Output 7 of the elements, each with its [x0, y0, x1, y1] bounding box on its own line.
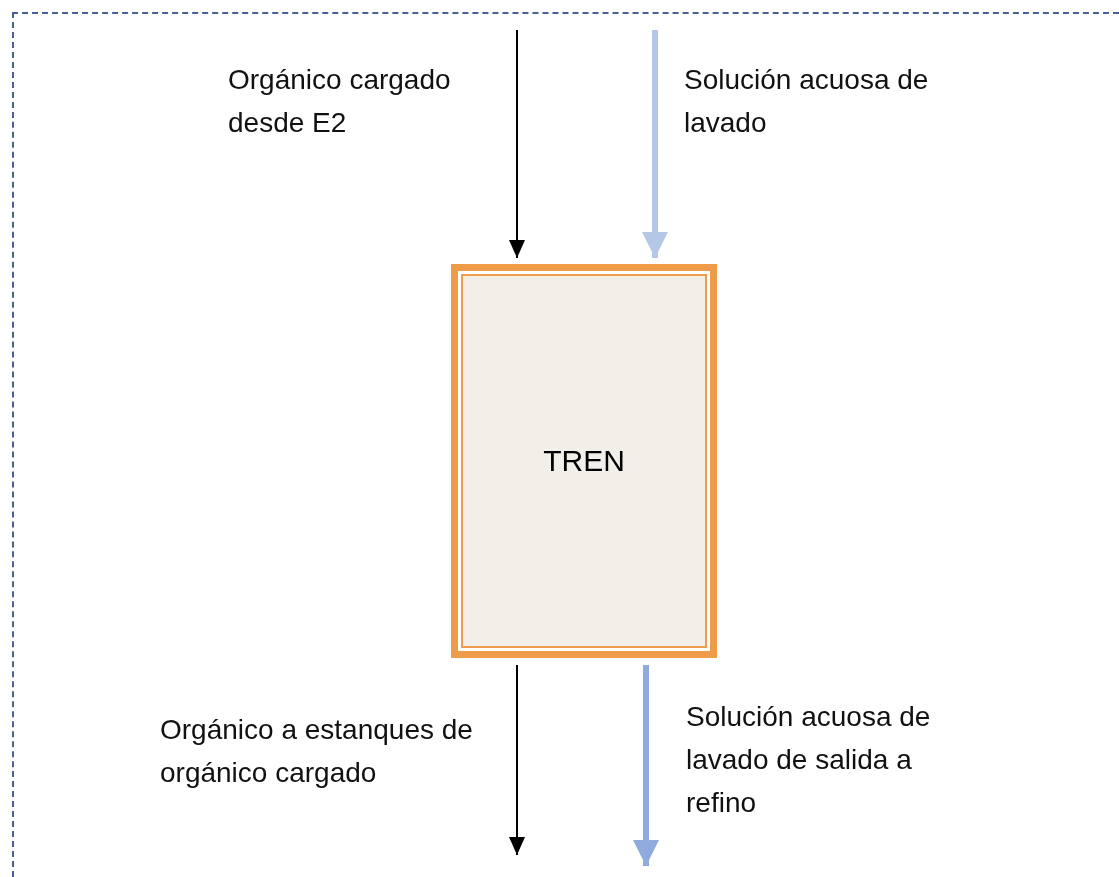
- arrow: [509, 29, 525, 259]
- arrow: [633, 665, 659, 866]
- arrow: [509, 664, 525, 856]
- boundary-box: [12, 12, 1119, 877]
- node-label: TREN: [543, 444, 625, 478]
- arrow: [642, 30, 668, 258]
- process-box: [451, 264, 717, 658]
